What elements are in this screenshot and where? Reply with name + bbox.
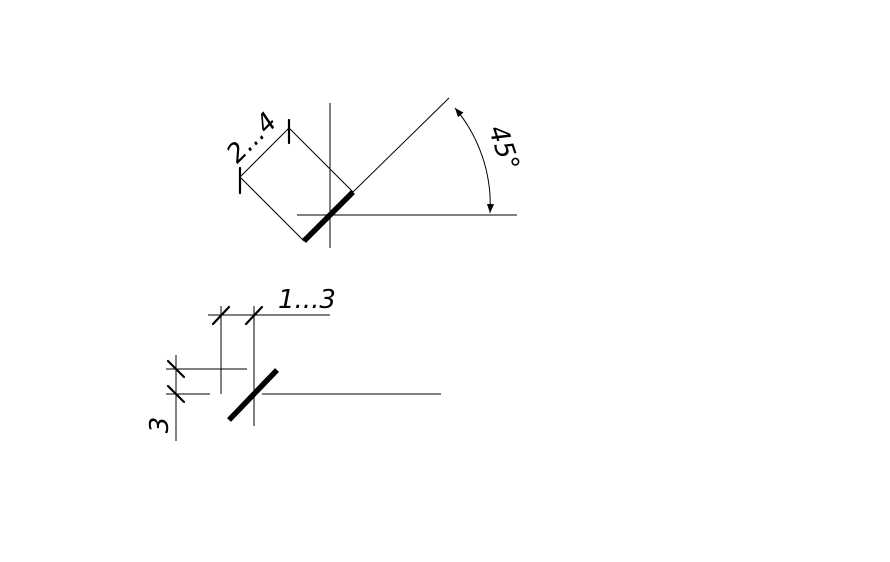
upper-figure: 2...4 45° [221, 97, 525, 248]
length-extension-line-1 [239, 176, 305, 242]
width-tick-1 [211, 305, 231, 326]
height-label: 3 [145, 417, 175, 434]
angle-label: 45° [482, 122, 525, 175]
width-label: 1...3 [278, 285, 336, 315]
width-tick-2 [244, 305, 264, 326]
lower-figure: 1...3 3 [145, 285, 441, 441]
angle-arc [454, 107, 495, 214]
height-tick-2 [166, 384, 186, 404]
length-dimension-line [239, 127, 290, 178]
length-label: 2...4 [221, 107, 283, 169]
bold-mark-lower [227, 368, 279, 422]
height-tick-1 [166, 359, 186, 379]
length-extension-line-2 [288, 127, 354, 193]
angle-extension-line [352, 97, 450, 193]
bold-mark-upper [302, 190, 355, 243]
